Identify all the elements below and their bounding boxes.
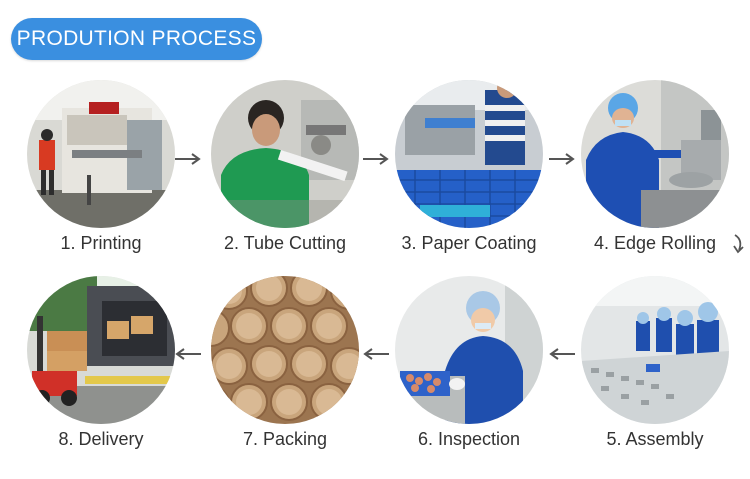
packing-photo bbox=[211, 276, 359, 424]
paper-coating-photo bbox=[395, 80, 543, 228]
step-label: 8. Delivery bbox=[58, 429, 144, 449]
tube-cutting-photo bbox=[211, 80, 359, 228]
step-label: 2. Tube Cutting bbox=[223, 233, 347, 253]
arrow-right-icon bbox=[174, 152, 202, 166]
assembly-photo bbox=[581, 276, 729, 424]
step-label: 4. Edge Rolling bbox=[593, 233, 717, 253]
step-label: 6. Inspection bbox=[417, 429, 521, 449]
turn-down-arrow-icon bbox=[727, 232, 747, 256]
edge-rolling-photo bbox=[581, 80, 729, 228]
step-label: 5. Assembly bbox=[606, 429, 704, 449]
step-label: 3. Paper Coating bbox=[401, 233, 537, 253]
step-label: 7. Packing bbox=[242, 429, 328, 449]
arrow-left-icon bbox=[548, 347, 576, 361]
arrow-left-icon bbox=[174, 347, 202, 361]
page-title: PRODUTION PROCESS bbox=[11, 18, 262, 60]
printing-photo bbox=[27, 80, 175, 228]
arrow-right-icon bbox=[362, 152, 390, 166]
delivery-photo bbox=[27, 276, 175, 424]
step-label: 1. Printing bbox=[60, 233, 142, 253]
arrow-left-icon bbox=[362, 347, 390, 361]
arrow-right-icon bbox=[548, 152, 576, 166]
inspection-photo bbox=[395, 276, 543, 424]
